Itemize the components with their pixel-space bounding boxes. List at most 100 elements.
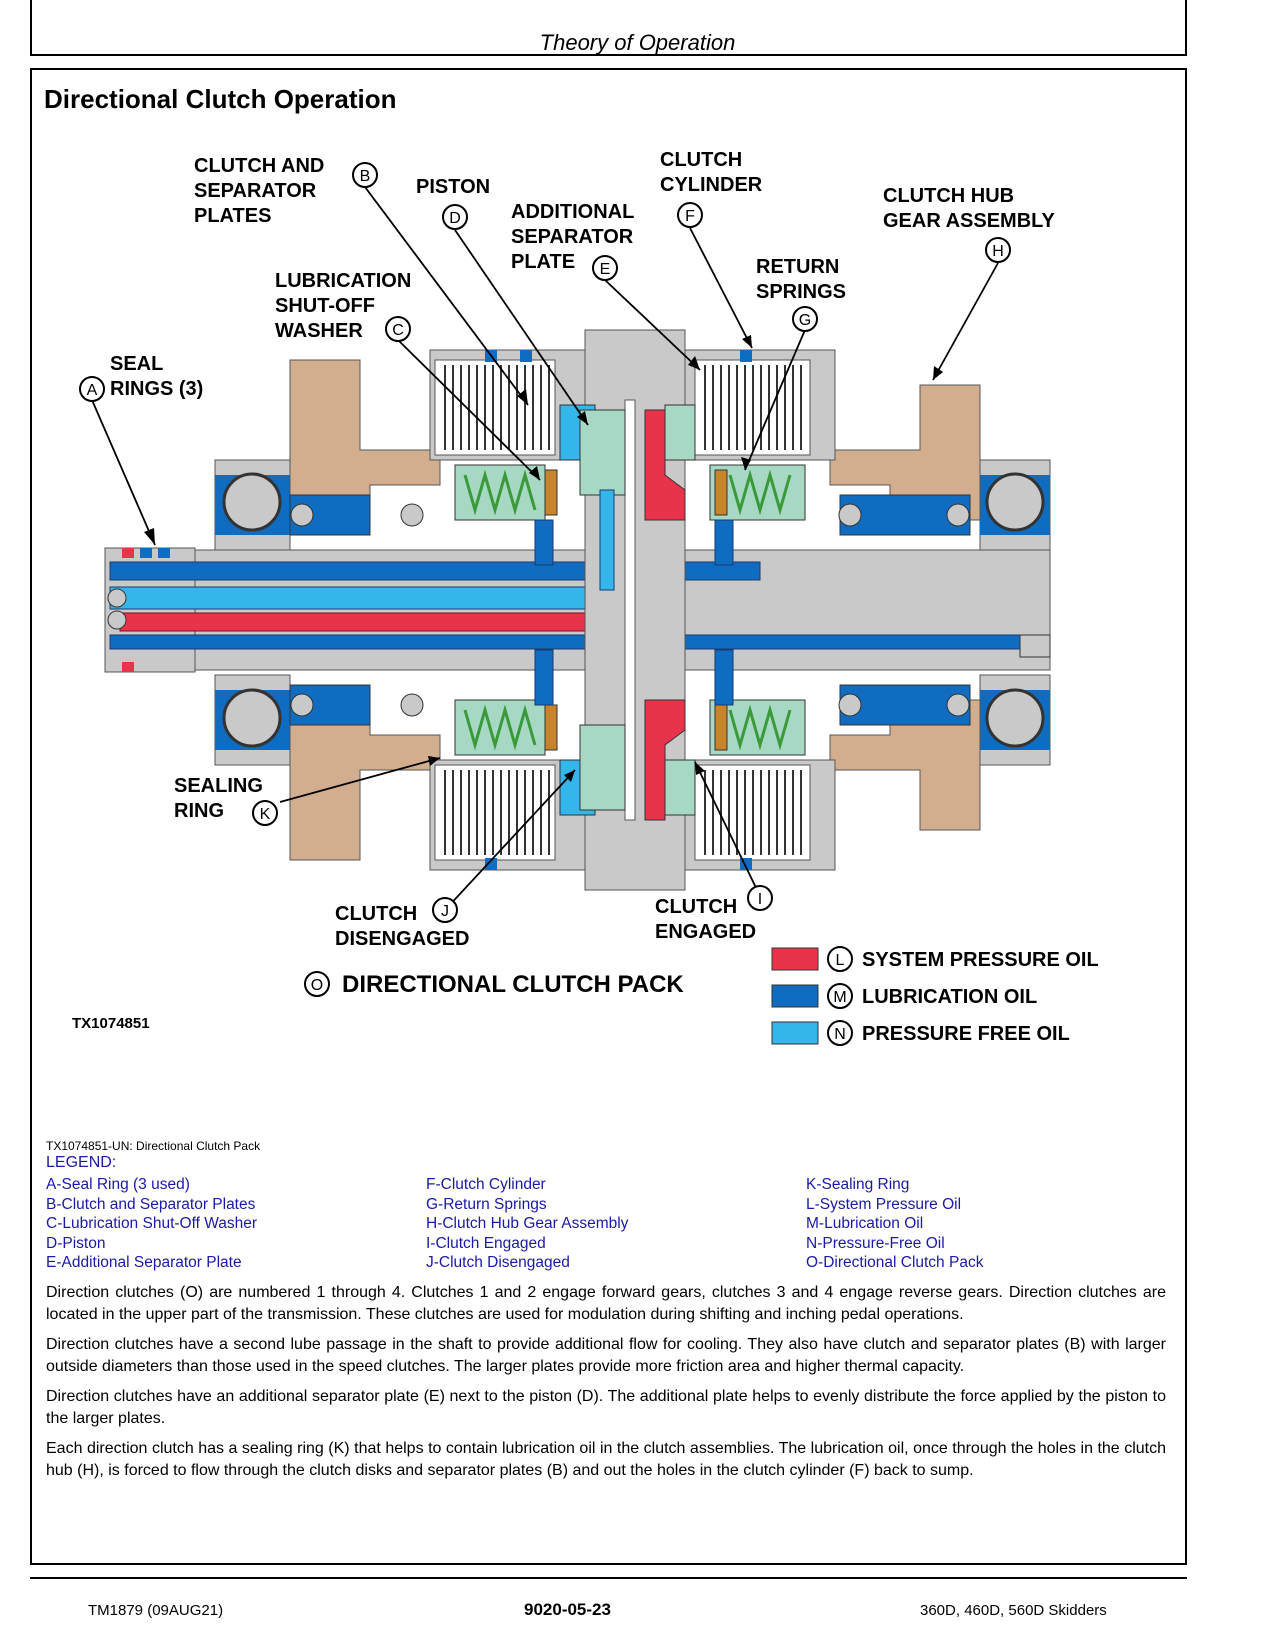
callout-circle-c [385, 316, 411, 342]
label-k-1: SEALING [174, 775, 263, 797]
page-header: Theory of Operation [539, 30, 736, 55]
label-e-1: ADDITIONAL [511, 201, 634, 223]
bearing-left-top [214, 459, 291, 551]
callout-circle-g [792, 306, 818, 332]
legend-item: M-Lubrication Oil [806, 1215, 924, 1232]
callout-circle-e [592, 255, 618, 281]
key-label-pressure-free: PRESSURE FREE OIL [862, 1023, 1070, 1045]
legend-item: I-Clutch Engaged [426, 1234, 546, 1252]
ball-plug [107, 588, 127, 608]
legend-item: H-Clutch Hub Gear Assembly [426, 1215, 629, 1232]
key-swatch-lubrication [771, 984, 819, 1008]
label-i-2: ENGAGED [655, 921, 756, 943]
label-b-2: SEPARATOR [194, 180, 317, 202]
label-c-2: SHUT-OFF [275, 295, 375, 317]
footer-models: 360D, 460D, 560D Skidders [920, 1602, 1107, 1619]
key-label-lubrication: LUBRICATION OIL [862, 986, 1037, 1008]
callout-letter-d: D [449, 210, 461, 227]
callout-circle-k [252, 800, 278, 826]
callout-letter-f: F [685, 208, 695, 225]
lube-feed [714, 649, 734, 706]
paragraph: Direction clutches (O) are numbered 1 th… [46, 1284, 1166, 1323]
callout-circle-i [747, 885, 773, 911]
callout-letter-e: E [600, 261, 611, 278]
gear-hub-right-bottom [829, 699, 981, 831]
lube-feed [534, 649, 554, 706]
seal-ring [140, 548, 152, 558]
seal-ring [122, 548, 134, 558]
clutch-pack-upper-left [429, 349, 626, 521]
callout-letter-b: B [360, 168, 371, 185]
legend-item: D-Piston [46, 1234, 106, 1252]
callout-circle-a [79, 376, 105, 402]
bearing-right-bottom [979, 674, 1051, 766]
header-frame [30, 0, 1187, 56]
clutch-pack-upper-right [644, 349, 836, 521]
label-j-1: CLUTCH [335, 903, 417, 925]
legend-item: B-Clutch and Separator Plates [46, 1195, 256, 1213]
callout-letter-i: I [758, 891, 762, 908]
label-h-2: GEAR ASSEMBLY [883, 210, 1056, 232]
legend-item: E-Additional Separator Plate [46, 1254, 242, 1271]
section-title: Directional Clutch Operation [44, 84, 397, 114]
label-c-1: LUBRICATION [275, 270, 411, 292]
callout-circle-j [432, 897, 458, 923]
color-key: L M N SYSTEM PRESSURE OIL LUBRICATION OI… [771, 946, 1099, 1046]
label-g-2: SPRINGS [756, 281, 846, 303]
bearing-left-bottom [214, 674, 291, 766]
label-f-1: CLUTCH [660, 149, 742, 171]
label-f-2: CYLINDER [660, 174, 763, 196]
body-text: Direction clutches (O) are numbered 1 th… [46, 1282, 1166, 1490]
callout-circle-d [442, 204, 468, 230]
callout-circle-o [304, 971, 330, 997]
needle-bearing [289, 494, 971, 726]
lube-passage-2 [109, 634, 1051, 650]
bearing-right-top [979, 459, 1051, 551]
gear-hub-right-top [829, 384, 981, 521]
callout-circle-h [985, 237, 1011, 263]
clutch-diagram: A B C D E F G H I J K O SEAL RINGS (3) C… [72, 149, 1099, 1046]
figure-id: TX1074851 [72, 1015, 150, 1032]
ball-plug [107, 610, 127, 630]
pack-label: DIRECTIONAL CLUTCH PACK [342, 971, 684, 998]
legend-item: N-Pressure-Free Oil [806, 1234, 945, 1252]
key-swatch-system-pressure [771, 947, 819, 971]
key-label-system-pressure: SYSTEM PRESSURE OIL [862, 949, 1099, 971]
legend-item: L-System Pressure Oil [806, 1195, 962, 1213]
label-h-1: CLUTCH HUB [883, 185, 1014, 207]
paragraph: Direction clutches have an additional se… [46, 1388, 1166, 1427]
legend-heading: LEGEND: [46, 1154, 117, 1171]
paragraph: Direction clutches have a second lube pa… [46, 1336, 1166, 1375]
pressure-free-feed [599, 489, 615, 591]
label-b-1: CLUTCH AND [194, 155, 324, 177]
callout-letter-h: H [992, 243, 1004, 260]
content-frame [30, 68, 1187, 1565]
shaft-end-right [1019, 634, 1051, 658]
legend-item: J-Clutch Disengaged [426, 1254, 570, 1271]
label-k-2: RING [174, 800, 224, 822]
lube-feed [714, 519, 734, 566]
label-e-3: PLATE [511, 251, 575, 273]
label-c-3: WASHER [275, 320, 363, 342]
callout-circle-b [352, 162, 378, 188]
pressure-free-passage [109, 586, 631, 610]
legend-column-3: K-Sealing Ring L-System Pressure Oil M-L… [806, 1175, 983, 1273]
lube-feed [534, 519, 554, 566]
footer-doc-id: TM1879 (09AUG21) [88, 1602, 224, 1619]
footer-page-number: 9020-05-23 [524, 1600, 611, 1619]
seal-ring [158, 548, 170, 558]
legend-item: K-Sealing Ring [806, 1176, 910, 1193]
callout-letter-c: C [392, 322, 404, 339]
label-i-1: CLUTCH [655, 896, 737, 918]
legend-column-2: F-Clutch Cylinder G-Return Springs H-Clu… [426, 1175, 628, 1273]
center-divider [624, 399, 636, 821]
legend-item: F-Clutch Cylinder [426, 1176, 546, 1193]
label-b-3: PLATES [194, 205, 271, 227]
clutch-pack-lower-left [429, 699, 626, 871]
key-letter-m: M [833, 989, 846, 1006]
label-e-2: SEPARATOR [511, 226, 634, 248]
label-j-2: DISENGAGED [335, 928, 469, 950]
callout-letter-a: A [87, 382, 98, 399]
footer-rule [30, 1577, 1187, 1579]
label-a-1: SEAL [110, 353, 163, 375]
